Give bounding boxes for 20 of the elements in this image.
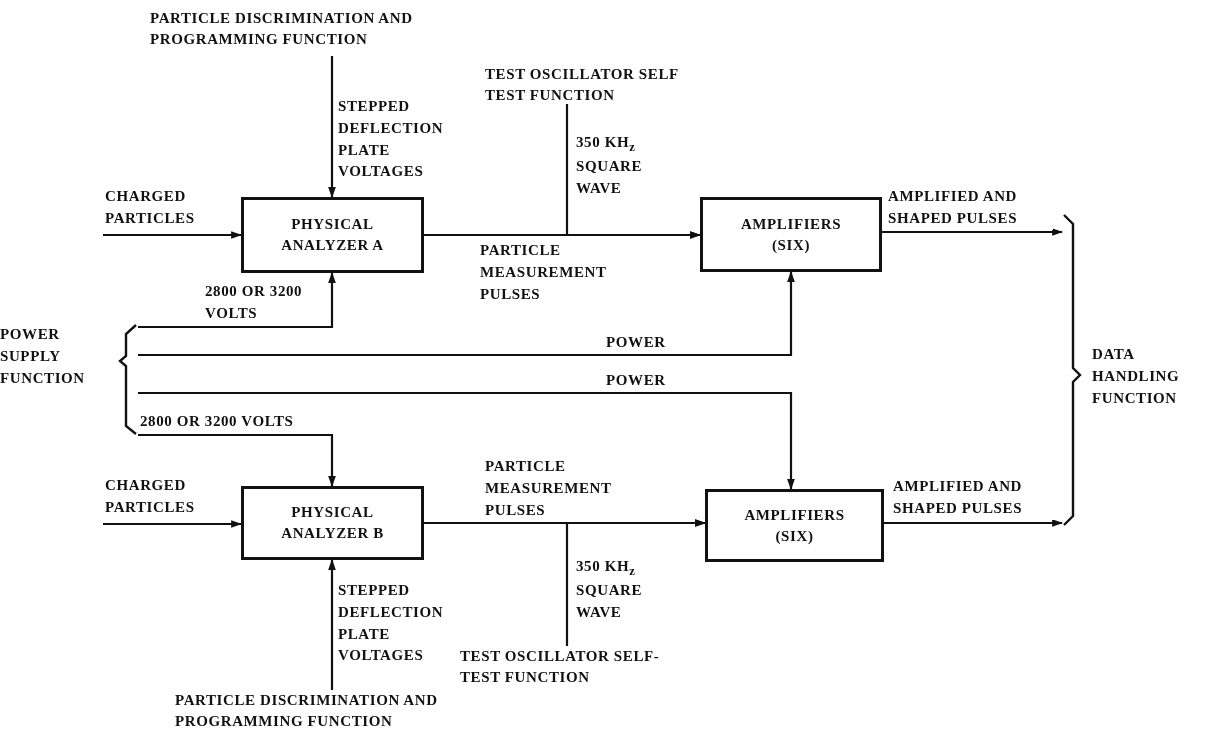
function-label: TEST OSCILLATOR SELF-TEST FUNCTION	[460, 646, 660, 688]
arrow	[884, 519, 1064, 527]
function-label: PARTICLE DISCRIMINATION AND PROGRAMMING FUNCTION	[175, 690, 450, 736]
arrow	[138, 271, 336, 329]
arrow	[138, 391, 795, 491]
function-label: PARTICLE DISCRIMINATION AND PROGRAMMING FUNCTION	[150, 8, 425, 56]
process-box: PHYSICAL ANALYZER A	[241, 197, 424, 273]
process-box: AMPLIFIERS (SIX)	[700, 197, 882, 272]
process-box: AMPLIFIERS (SIX)	[705, 489, 884, 562]
arrow	[103, 520, 243, 528]
function-label: DATA HANDLING FUNCTION	[1092, 345, 1181, 408]
arrow	[103, 231, 243, 239]
function-label: TEST OSCILLATOR SELF TEST FUNCTION	[485, 64, 680, 104]
arrow	[138, 433, 336, 488]
arrow	[328, 56, 336, 199]
arrow	[328, 558, 336, 690]
function-label: POWER SUPPLY FUNCTION	[0, 325, 86, 388]
arrow	[138, 270, 795, 357]
process-box: PHYSICAL ANALYZER B	[241, 486, 424, 560]
arrow	[882, 228, 1064, 236]
